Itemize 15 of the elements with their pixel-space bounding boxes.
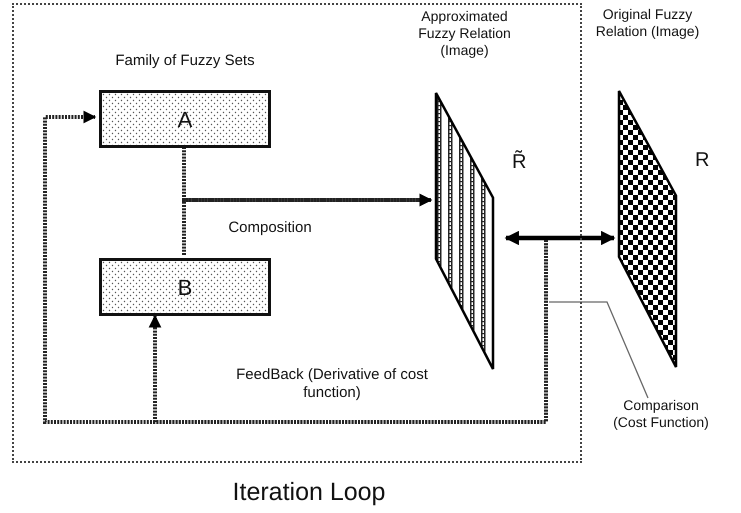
relation-symbol: R̃ (512, 150, 526, 174)
double-arrow (504, 230, 616, 246)
set-name: A (176, 107, 194, 134)
relation-heading: Approximated Fuzzy Relation (Image) (417, 8, 512, 58)
arrow (182, 194, 432, 255)
note-text: Comparison (Cost Function) (612, 397, 710, 431)
arrow (148, 240, 548, 424)
relation-symbol: R (695, 148, 710, 172)
leader-line (549, 301, 649, 398)
set-box (99, 90, 271, 148)
frame-title: Iteration Loop (232, 477, 386, 507)
set-name: B (176, 275, 194, 302)
group-heading: Family of Fuzzy Sets (114, 52, 256, 70)
relation-heading: Original Fuzzy Relation (Image) (594, 6, 700, 40)
set-box (99, 258, 271, 316)
